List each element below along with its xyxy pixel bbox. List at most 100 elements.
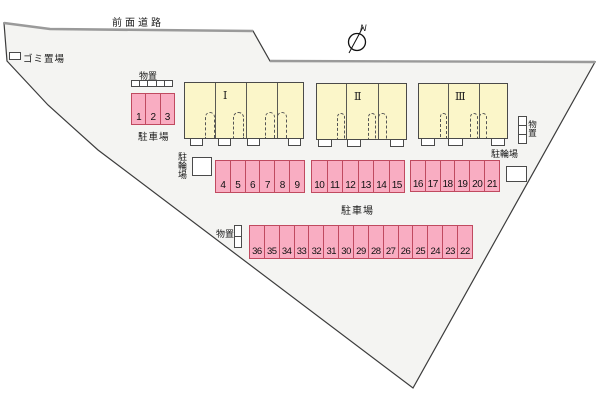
porch-step (347, 140, 361, 147)
north-label: N (360, 23, 367, 33)
parking-space-26: 26 (398, 225, 414, 259)
unit-divider (479, 84, 480, 138)
porch-step (318, 140, 332, 147)
parking-space-21: 21 (485, 160, 500, 192)
parking-space-22: 22 (458, 225, 473, 259)
entry-symbol (470, 113, 478, 138)
parking-space-18: 18 (440, 160, 456, 192)
bike-parking-area-right (506, 166, 527, 182)
road-label: 前面道路 (112, 18, 164, 29)
parking-space-15: 15 (389, 160, 405, 193)
building-1 (184, 82, 304, 139)
parking-space-17: 17 (425, 160, 441, 192)
parking-space-28: 28 (368, 225, 384, 259)
garbage-area-icon (9, 52, 21, 60)
entry-symbol (277, 112, 287, 138)
unit-divider (378, 84, 379, 139)
road-edge-right (269, 59, 596, 64)
building-3-label: Ⅲ (455, 90, 466, 103)
bike-parking-label-right: 駐輪場 (491, 149, 519, 159)
parking-space-7: 7 (260, 160, 276, 193)
garbage-area-label: ゴミ置場 (23, 54, 66, 65)
parking-space-34: 34 (279, 225, 295, 259)
parking-space-2: 2 (146, 93, 161, 125)
parking-space-3: 3 (160, 93, 175, 125)
porch-step (448, 139, 463, 146)
parking-space-14: 14 (374, 160, 390, 193)
porch-step (247, 139, 260, 146)
porch-step (491, 139, 505, 146)
parking-space-30: 30 (339, 225, 355, 259)
entry-symbol (337, 113, 345, 139)
parking-space-33: 33 (294, 225, 310, 259)
parking-space-10: 10 (311, 160, 328, 193)
parking-space-25: 25 (413, 225, 429, 259)
unit-divider (448, 84, 449, 138)
parking-label-upper: 駐車場 (138, 132, 170, 143)
entry-symbol (368, 113, 376, 139)
porch-step (421, 139, 435, 146)
road-edge-top (3, 21, 254, 33)
parking-space-23: 23 (443, 225, 459, 259)
building-1-label: Ⅰ (223, 89, 228, 102)
entry-symbol (479, 113, 487, 138)
parking-space-20: 20 (470, 160, 486, 192)
parking-label-center: 駐車場 (341, 206, 374, 217)
entry-symbol (378, 113, 387, 139)
building-2-label: Ⅱ (354, 90, 362, 103)
storage-bottom-units (234, 225, 242, 248)
storage-cell (148, 80, 157, 87)
parking-space-8: 8 (275, 160, 291, 193)
storage-bottom-label: 物置 (216, 229, 235, 239)
storage-cell (164, 80, 174, 87)
entry-symbol (205, 112, 215, 138)
parking-space-24: 24 (428, 225, 444, 259)
storage-cell (140, 80, 149, 87)
unit-divider (277, 83, 278, 138)
parking-space-27: 27 (383, 225, 399, 259)
bike-parking-label-left: 駐輪場 (177, 152, 187, 179)
parking-space-16: 16 (410, 160, 426, 192)
entry-symbol (233, 112, 244, 138)
parking-space-12: 12 (343, 160, 359, 193)
parking-space-5: 5 (230, 160, 246, 193)
bike-parking-area-left (192, 157, 212, 176)
parking-space-11: 11 (327, 160, 343, 193)
storage-top-units (131, 80, 174, 87)
storage-cell (234, 237, 242, 248)
north-arrow-icon: N (347, 23, 367, 54)
storage-cell (156, 80, 165, 87)
parking-space-4: 4 (215, 160, 231, 193)
parking-space-36: 36 (249, 225, 265, 259)
parking-space-13: 13 (358, 160, 374, 193)
porch-step (190, 139, 203, 146)
site-boundary (3, 22, 597, 389)
storage-cell (518, 135, 527, 144)
parking-space-35: 35 (264, 225, 280, 259)
storage-cell (518, 116, 527, 126)
porch-step (218, 139, 231, 146)
parking-space-9: 9 (290, 160, 305, 193)
parking-space-32: 32 (309, 225, 325, 259)
storage-right-label: 物置 (527, 120, 538, 137)
storage-cell (234, 225, 242, 237)
parking-space-31: 31 (324, 225, 340, 259)
parking-space-29: 29 (354, 225, 369, 259)
storage-cell (518, 126, 527, 135)
porch-step (390, 140, 404, 147)
parking-space-6: 6 (245, 160, 261, 193)
building-3 (418, 83, 508, 139)
entry-symbol (440, 113, 447, 138)
entry-symbol (265, 112, 275, 138)
unit-divider (346, 84, 347, 139)
storage-cell (131, 80, 141, 87)
unit-divider (215, 83, 216, 138)
building-2 (316, 83, 407, 140)
storage-top-label: 物置 (139, 71, 158, 81)
